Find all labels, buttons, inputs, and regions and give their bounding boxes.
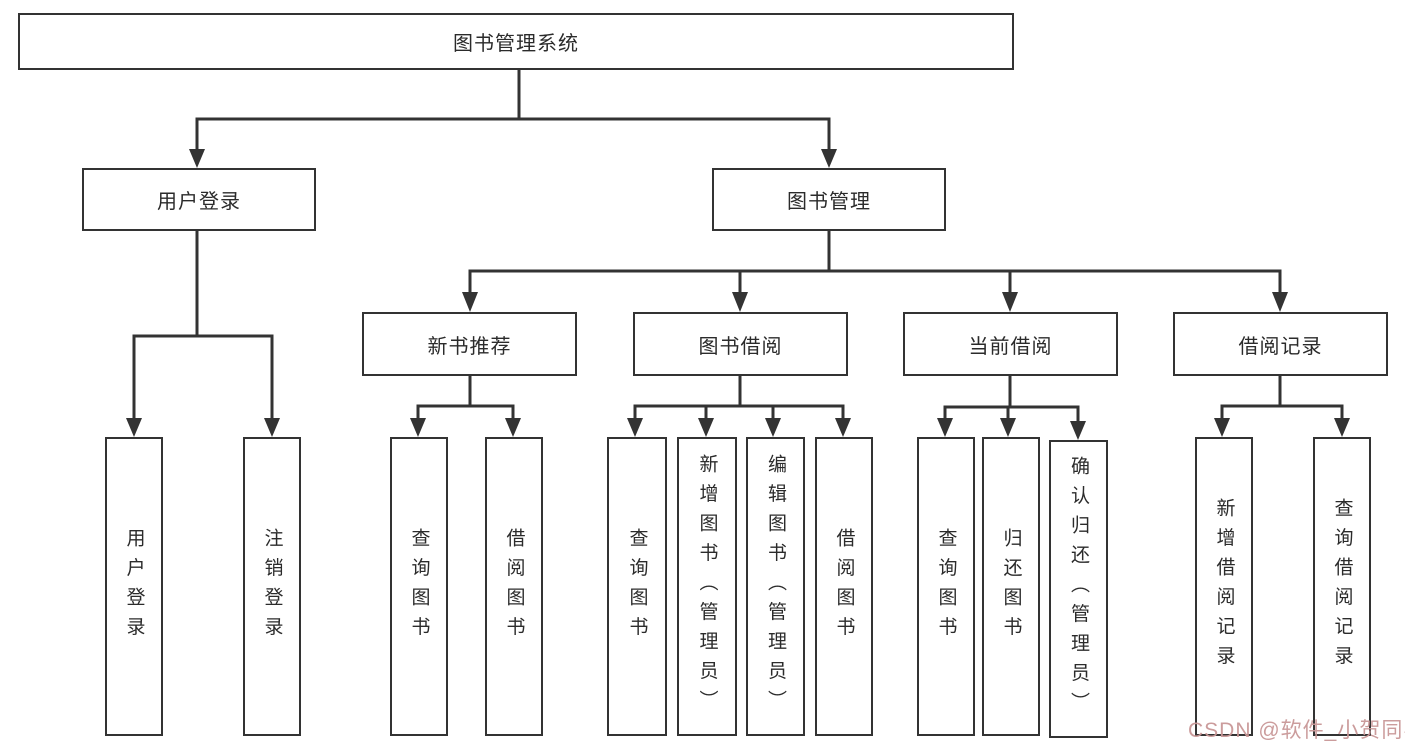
leaf-borrow-edit-book-admin: 编辑图书（管理员）: [746, 437, 805, 736]
connector-book-management: [462, 231, 1288, 312]
connector-book-borrow: [627, 376, 851, 437]
node-book-borrow: 图书借阅: [633, 312, 848, 376]
node-user-login: 用户登录: [82, 168, 316, 231]
leaf-borrow-query-book: 查询图书: [607, 437, 667, 736]
leaf-current-return-book: 归还图书: [982, 437, 1040, 736]
leaf-newbook-query-book: 查询图书: [390, 437, 448, 736]
csdn-watermark: CSDN @软件_小贺同学: [1188, 719, 1405, 742]
connector-root: [189, 70, 837, 168]
leaf-borrow-add-book-admin: 新增图书（管理员）: [677, 437, 737, 736]
node-borrow-record: 借阅记录: [1173, 312, 1388, 376]
connector-borrow-record: [1214, 376, 1350, 437]
leaf-current-query-book: 查询图书: [917, 437, 975, 736]
leaf-user-login: 用户登录: [105, 437, 163, 736]
connector-new-book-recommend: [410, 376, 521, 437]
node-root: 图书管理系统: [18, 13, 1014, 70]
node-current-borrow: 当前借阅: [903, 312, 1118, 376]
node-book-management: 图书管理: [712, 168, 946, 231]
leaf-borrow-borrow-book: 借阅图书: [815, 437, 873, 736]
leaf-current-confirm-return-admin: 确认归还（管理员）: [1049, 440, 1108, 738]
leaf-newbook-borrow-book: 借阅图书: [485, 437, 543, 736]
leaf-logout: 注销登录: [243, 437, 301, 736]
node-new-book-recommend: 新书推荐: [362, 312, 577, 376]
leaf-record-query-record: 查询借阅记录: [1313, 437, 1371, 736]
leaf-record-add-record: 新增借阅记录: [1195, 437, 1253, 736]
connector-current-borrow: [937, 376, 1086, 440]
connector-user-login: [126, 231, 280, 437]
